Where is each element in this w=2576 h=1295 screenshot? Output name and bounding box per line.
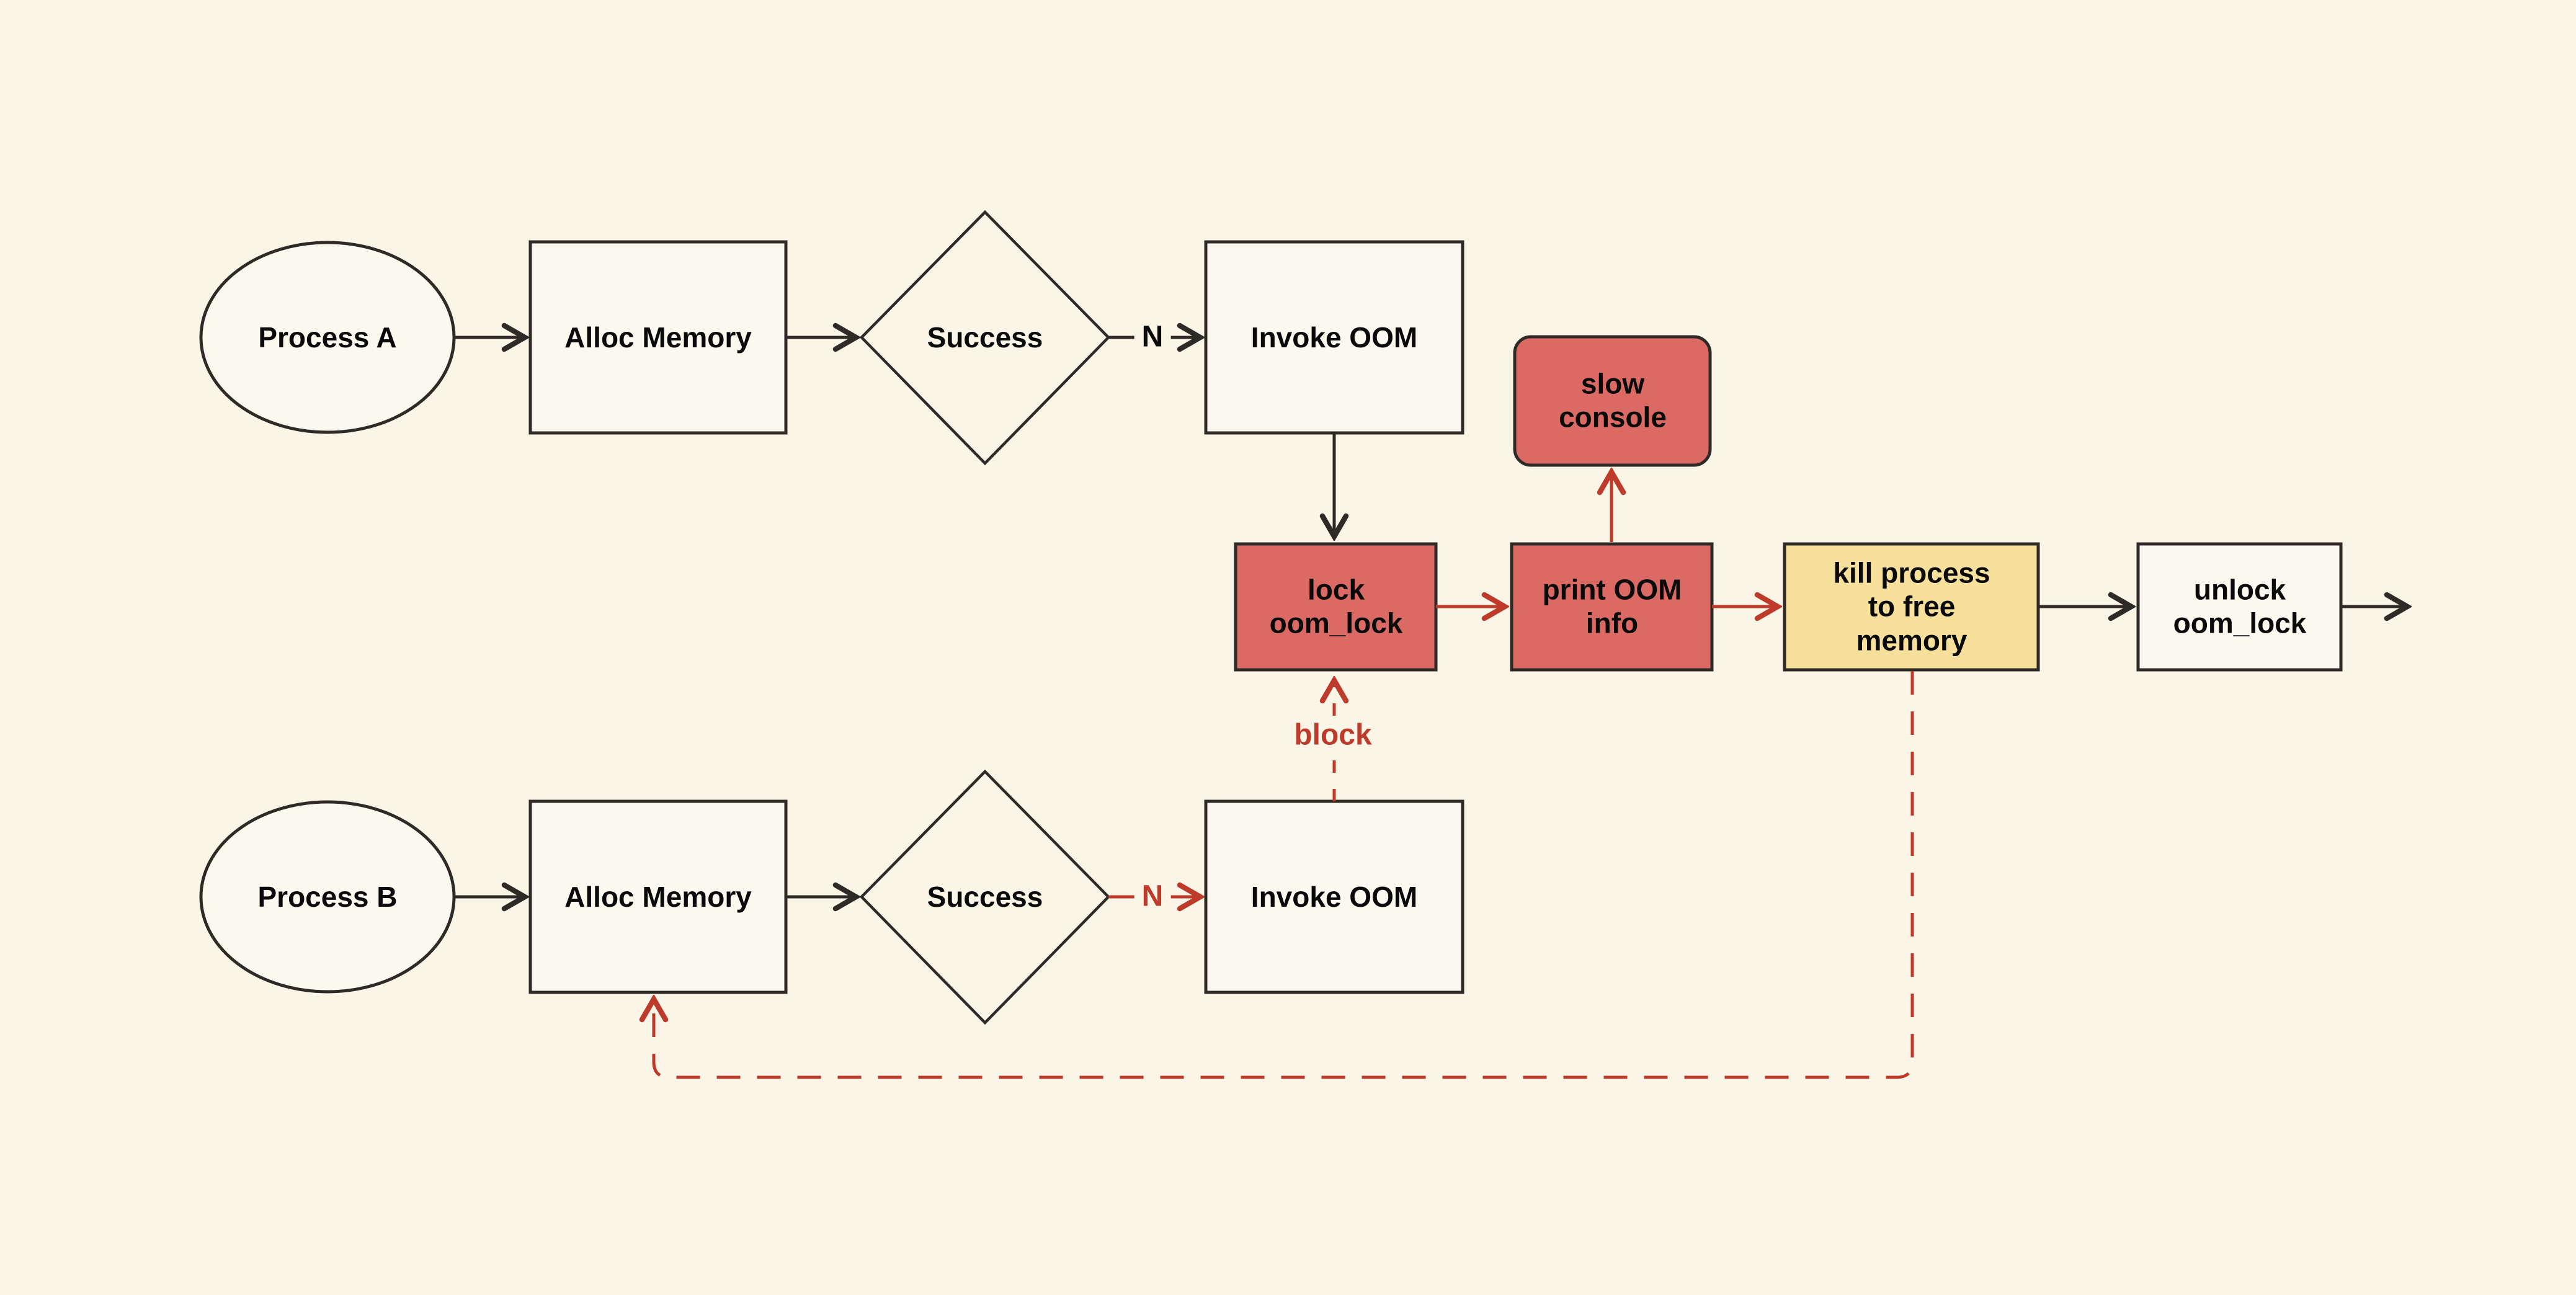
unlock-oom-lock-label: unlock oom_lock <box>2173 573 2307 639</box>
print-oom-info-box <box>1510 542 1714 672</box>
print-oom-info-label: print OOM info <box>1542 573 1682 639</box>
edge-label-block: block <box>1286 716 1379 755</box>
slow-console-box <box>1513 335 1712 467</box>
slow-console-label: slow console <box>1559 367 1667 434</box>
edge-label-n-b: N <box>1134 878 1171 916</box>
alloc-memory-a-box <box>528 240 788 435</box>
invoke-oom-b-box <box>1204 799 1464 994</box>
alloc-memory-a-label: Alloc Memory <box>564 321 752 354</box>
kill-process-box <box>1783 542 2040 672</box>
success-b-label: Success <box>927 880 1043 913</box>
kill-process-label: kill process to free memory <box>1833 556 1990 657</box>
lock-oom-lock-label: lock oom_lock <box>1269 573 1403 639</box>
lock-oom-lock-box <box>1234 542 1438 672</box>
alloc-memory-b-box <box>528 799 788 994</box>
invoke-oom-b-label: Invoke OOM <box>1250 880 1418 913</box>
process-b-label: Process B <box>257 880 398 913</box>
edge-label-n-a: N <box>1134 318 1171 357</box>
process-a-label: Process A <box>258 321 397 354</box>
invoke-oom-a-label: Invoke OOM <box>1250 321 1418 354</box>
unlock-oom-lock-box <box>2136 542 2343 672</box>
success-a-label: Success <box>927 321 1043 354</box>
alloc-memory-b-label: Alloc Memory <box>564 880 752 913</box>
kill-to-alloc-b-dashed-arrow <box>654 671 1914 1079</box>
